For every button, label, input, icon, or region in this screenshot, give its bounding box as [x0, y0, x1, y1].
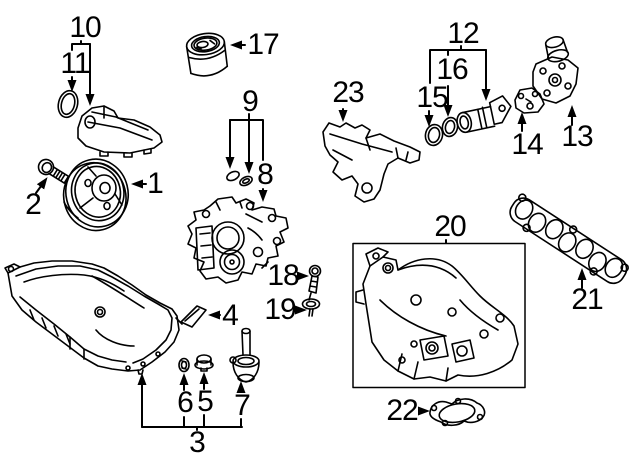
- callout-9[interactable]: 9: [242, 85, 259, 118]
- callout-4[interactable]: 4: [222, 299, 239, 332]
- crank-pulley-drawing: [62, 158, 129, 232]
- callout-23[interactable]: 23: [332, 76, 364, 109]
- callout-6[interactable]: 6: [177, 386, 194, 419]
- leader-12: [429, 45, 491, 101]
- oil-pump-drawing: [187, 196, 289, 284]
- pulley-bolt-drawing: [37, 158, 70, 184]
- valve-13-drawing: [532, 36, 579, 104]
- leader-9: [225, 113, 264, 174]
- drain-bolt-drawing: [194, 354, 214, 372]
- callout-11[interactable]: 11: [60, 47, 90, 80]
- callout-14[interactable]: 14: [511, 128, 543, 161]
- callout-8[interactable]: 8: [257, 158, 274, 191]
- control-valve-drawing: [456, 95, 512, 134]
- leader-10: [71, 40, 95, 106]
- callout-17[interactable]: 17: [247, 28, 279, 61]
- callout-18[interactable]: 18: [267, 259, 299, 292]
- callout-21[interactable]: 21: [571, 283, 603, 316]
- callout-13[interactable]: 13: [561, 120, 593, 153]
- tube-4-drawing: [175, 305, 207, 328]
- oil-filter-drawing: [185, 32, 229, 77]
- manifold-gasket-21-drawing: [509, 193, 629, 285]
- callout-15[interactable]: 15: [416, 81, 448, 114]
- callout-3[interactable]: 3: [189, 426, 206, 459]
- dipstick-seal-drawing: [301, 298, 321, 317]
- callout-12[interactable]: 12: [447, 17, 479, 50]
- o-ring-11-drawing: [57, 89, 79, 119]
- intake-manifold-drawing: [355, 247, 519, 382]
- callout-19[interactable]: 19: [264, 293, 296, 326]
- part-20-box: [352, 242, 526, 389]
- callout-20[interactable]: 20: [434, 210, 466, 243]
- o-ring-15-drawing: [424, 123, 444, 147]
- leader-lines: [35, 40, 587, 431]
- callout-1[interactable]: 1: [147, 167, 164, 200]
- bracket-23-drawing: [322, 122, 421, 203]
- o-ring-16-drawing: [441, 116, 459, 138]
- callout-22[interactable]: 22: [386, 394, 418, 427]
- gasket-22-drawing: [429, 397, 486, 427]
- dipstick-drawing: [308, 264, 322, 301]
- leader-3: [137, 373, 243, 431]
- oil-pan-drawing: [4, 260, 180, 375]
- drain-washer-drawing: [178, 357, 190, 373]
- callout-2[interactable]: 2: [25, 188, 42, 221]
- oil-pickup-drawing: [229, 327, 260, 383]
- pump-o-rings-drawing: [226, 170, 253, 187]
- callout-7[interactable]: 7: [234, 389, 251, 422]
- callout-10[interactable]: 10: [69, 11, 101, 44]
- callout-5[interactable]: 5: [197, 385, 214, 418]
- oil-strainer-drawing: [77, 105, 163, 158]
- callout-16[interactable]: 16: [436, 53, 468, 86]
- gasket-14-drawing: [514, 87, 545, 114]
- leader-2: [35, 177, 48, 194]
